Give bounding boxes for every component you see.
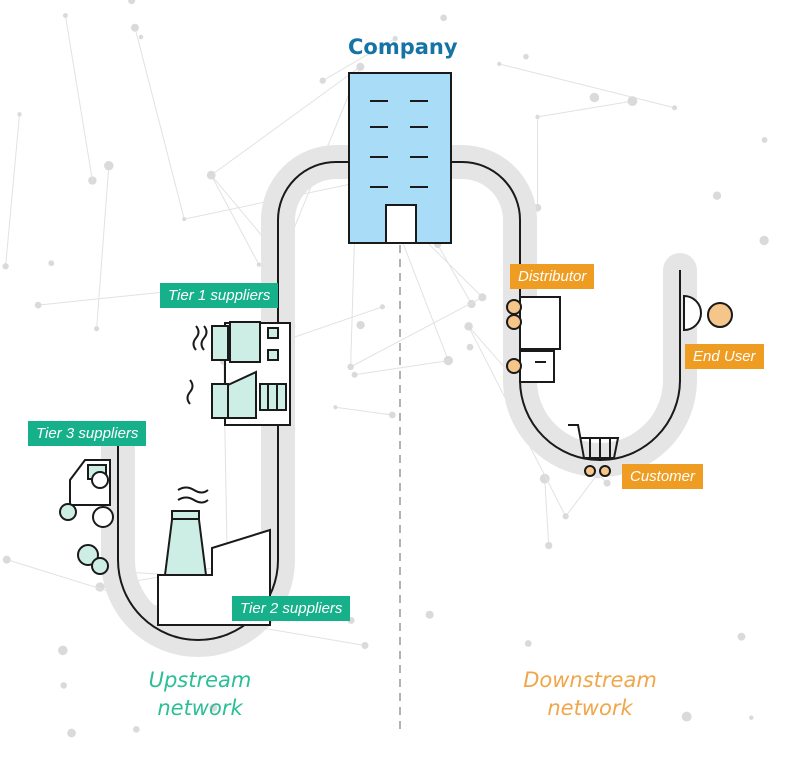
- network-node: [761, 137, 768, 143]
- network-node: [48, 260, 55, 267]
- upstream-network-label: Upstream network: [120, 666, 280, 722]
- network-node: [681, 711, 692, 722]
- network-line: [565, 473, 599, 517]
- network-node: [130, 23, 139, 32]
- network-node: [737, 632, 746, 641]
- network-node: [182, 217, 187, 222]
- network-node: [712, 191, 722, 200]
- end-user-icon: [683, 294, 733, 332]
- downstream-line1: Downstream: [523, 668, 657, 692]
- tier1-suppliers-label: Tier 1 suppliers: [160, 283, 279, 308]
- network-node: [17, 112, 22, 117]
- network-line: [437, 244, 472, 305]
- network-node: [466, 343, 474, 351]
- network-line: [96, 165, 110, 329]
- network-node: [425, 610, 434, 619]
- network-node: [2, 555, 11, 564]
- network-line: [210, 174, 260, 265]
- tier2-suppliers-label: Tier 2 suppliers: [232, 596, 351, 621]
- network-node: [206, 170, 216, 180]
- network-node: [627, 96, 638, 106]
- network-node: [356, 62, 365, 71]
- network-line: [544, 478, 550, 546]
- network-node: [94, 326, 100, 332]
- network-node: [589, 92, 600, 103]
- network-line: [499, 63, 675, 109]
- network-node: [104, 160, 114, 171]
- network-node: [356, 320, 365, 330]
- network-node: [749, 715, 754, 720]
- upstream-line2: network: [157, 696, 243, 720]
- network-node: [62, 13, 68, 19]
- network-line: [38, 290, 173, 306]
- network-node: [138, 34, 144, 40]
- network-node: [256, 262, 262, 267]
- network-node: [545, 541, 553, 550]
- network-line: [210, 66, 361, 176]
- network-node: [379, 304, 385, 310]
- network-node: [443, 355, 453, 366]
- network-node: [524, 640, 532, 647]
- company-building-icon: [348, 72, 452, 244]
- network-node: [128, 0, 136, 5]
- network-node: [34, 301, 42, 309]
- network-node: [478, 293, 487, 302]
- network-node: [497, 61, 502, 67]
- network-node: [347, 363, 354, 371]
- network-line: [322, 38, 396, 82]
- network-node: [132, 726, 140, 733]
- network-node: [351, 371, 358, 378]
- distributor-truck-icon: [506, 296, 561, 383]
- network-node: [333, 405, 338, 410]
- network-line: [350, 296, 483, 368]
- network-node: [464, 322, 473, 331]
- upstream-line1: Upstream: [148, 668, 252, 692]
- network-node: [2, 263, 9, 270]
- tier3-mining-truck-icon: [59, 459, 114, 575]
- network-line: [537, 100, 633, 118]
- tier3-suppliers-label: Tier 3 suppliers: [28, 421, 147, 446]
- network-line: [354, 360, 449, 376]
- downstream-network-label: Downstream network: [510, 666, 670, 722]
- distributor-label: Distributor: [510, 264, 595, 289]
- network-node: [319, 77, 326, 84]
- network-node: [58, 645, 68, 656]
- network-node: [67, 728, 76, 738]
- network-node: [440, 14, 447, 22]
- network-node: [209, 703, 218, 712]
- network-line: [335, 406, 393, 416]
- network-node: [95, 582, 105, 592]
- network-line: [5, 114, 21, 267]
- network-node: [388, 411, 396, 419]
- customer-label: Customer: [622, 464, 704, 489]
- network-node: [672, 105, 678, 111]
- network-node: [562, 513, 569, 520]
- network-node: [60, 682, 67, 689]
- shopping-cart-icon: [568, 424, 620, 477]
- network-node: [759, 235, 769, 246]
- network-node: [392, 35, 398, 42]
- company-label: Company: [348, 35, 458, 59]
- downstream-line2: network: [547, 696, 633, 720]
- tier1-factory-icon: [186, 321, 291, 426]
- network-node: [361, 642, 369, 650]
- network-line: [64, 15, 93, 181]
- network-node: [523, 53, 529, 60]
- network-line: [134, 27, 185, 220]
- network-node: [603, 479, 611, 487]
- end-user-label: End User: [685, 344, 764, 369]
